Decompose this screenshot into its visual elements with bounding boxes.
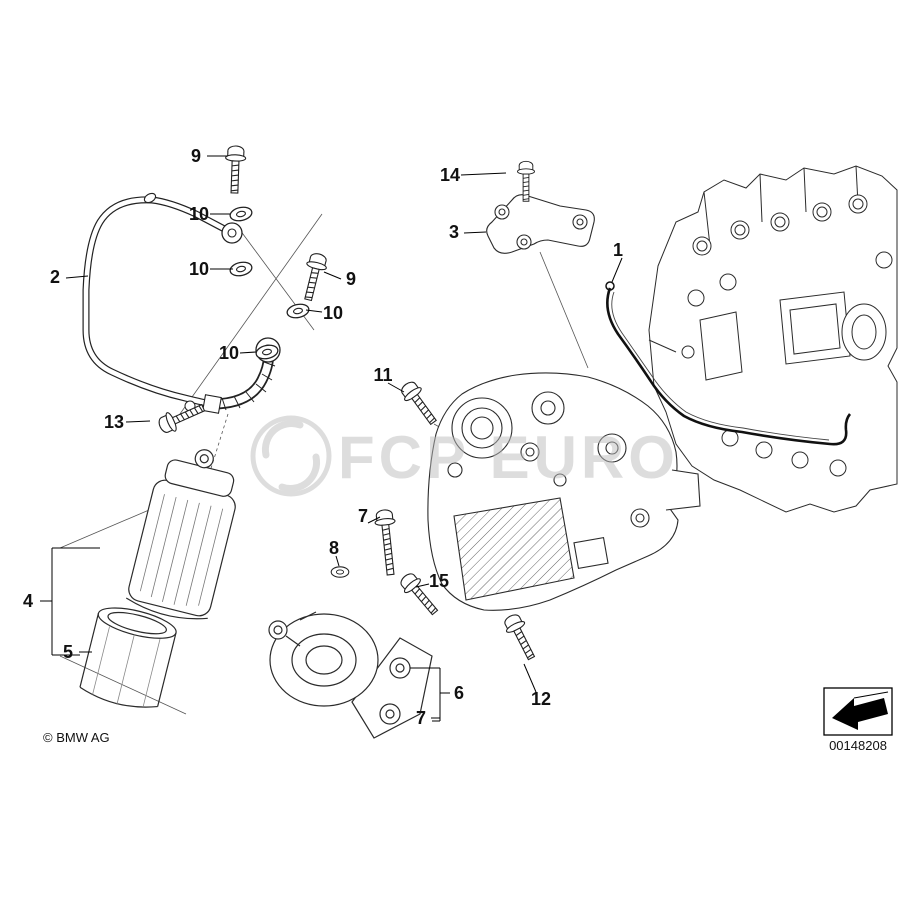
engine-block-drawing	[648, 165, 898, 513]
copyright-text: © BMW AG	[43, 730, 110, 745]
callout-12: 12	[531, 689, 551, 709]
callout-10b: 10	[189, 259, 209, 279]
callout-3: 3	[449, 222, 459, 242]
callout-leader-lines	[40, 155, 623, 722]
callout-9a: 9	[191, 146, 201, 166]
callout-10c: 10	[323, 303, 343, 323]
callout-7b: 7	[416, 708, 426, 728]
washer-10c	[285, 301, 311, 321]
callout-labels: 9 10 10 2 9 10 10 13 14 3 1 11 7 8 15 12…	[23, 146, 623, 728]
bolt-9b	[297, 251, 330, 303]
direction-arrow-icon	[832, 698, 888, 730]
image-number-text: 00148208	[829, 738, 887, 753]
callout-10d: 10	[219, 343, 239, 363]
callout-7a: 7	[358, 506, 368, 526]
washer-8	[330, 566, 350, 578]
bolt-9a	[223, 145, 247, 194]
gasket-drawing	[605, 281, 852, 446]
filter-clamp-drawing	[268, 611, 433, 739]
pump-assembly-drawing	[427, 372, 701, 611]
engine-bolt-bosses	[681, 194, 893, 477]
bolt-12	[500, 611, 541, 664]
oil-pipe-drawing	[82, 192, 281, 414]
watermark-text: FCP EURO	[338, 424, 679, 491]
callout-8: 8	[329, 538, 339, 558]
callout-11: 11	[373, 365, 392, 385]
filter-canister-drawing	[125, 449, 236, 620]
bolt-11	[397, 377, 443, 429]
pipe-end-cap	[143, 192, 157, 204]
callout-2: 2	[50, 267, 60, 287]
callout-14: 14	[440, 165, 460, 185]
bracket-plate-drawing	[486, 194, 595, 254]
watermark-logo-icon	[250, 415, 332, 497]
callout-1: 1	[613, 240, 623, 260]
watermark: FCP EURO	[250, 415, 679, 497]
washer-10a	[228, 204, 254, 224]
callout-13: 13	[104, 412, 124, 432]
bolt-7	[373, 508, 402, 577]
callout-10a: 10	[189, 204, 209, 224]
footer: © BMW AG 00148208	[43, 687, 893, 753]
pipe-union-fitting	[202, 394, 222, 414]
callout-4: 4	[23, 591, 33, 611]
callout-6: 6	[454, 683, 464, 703]
callout-5: 5	[63, 642, 73, 662]
callout-9b: 9	[346, 269, 356, 289]
direction-arrow-box	[823, 687, 893, 736]
callout-15: 15	[429, 571, 449, 591]
pump-cooler-block	[453, 497, 575, 601]
filter-sleeve-drawing	[79, 607, 177, 708]
